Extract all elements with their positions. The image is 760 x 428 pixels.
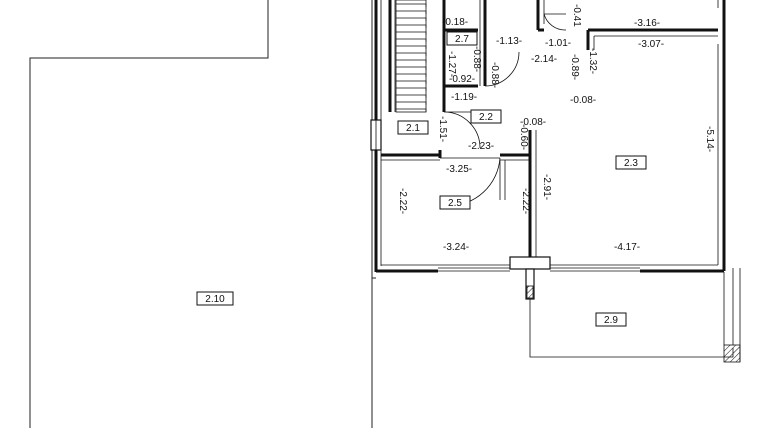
dim-label: -1.32- xyxy=(587,48,598,74)
stair-step xyxy=(396,73,427,77)
dim-label: -1.13- xyxy=(496,36,522,47)
dim-label: -3.25- xyxy=(446,164,472,175)
svg-text:2.7: 2.7 xyxy=(455,34,469,45)
room-labels: 2.7 2.1 2.2 2.3 2.5 2.9 2.10 xyxy=(196,31,647,327)
dim-label: -0.08- xyxy=(570,95,596,106)
stair-step xyxy=(396,80,427,84)
staircase xyxy=(395,0,427,113)
dim-label: -3.24- xyxy=(443,242,469,253)
dim-label: -1.27- xyxy=(446,51,457,77)
room-label-2-7: 2.7 xyxy=(446,31,478,46)
stair-step xyxy=(396,24,427,28)
dim-label: -0.18- xyxy=(442,17,468,28)
dim-label: -2.91- xyxy=(541,174,552,200)
room-label-2-5: 2.5 xyxy=(439,195,471,210)
dim-label: -1.19- xyxy=(451,92,477,103)
dim-label: -0.88- xyxy=(471,46,482,72)
room-label-2-3: 2.3 xyxy=(615,155,647,170)
svg-text:2.2: 2.2 xyxy=(479,112,493,123)
room-label-2-9: 2.9 xyxy=(595,312,627,327)
stair-step xyxy=(396,17,427,21)
dim-label: -0.89- xyxy=(569,54,580,80)
dim-label: -2.14- xyxy=(531,54,557,65)
door-2-3-top xyxy=(543,13,567,31)
stair-step xyxy=(396,3,427,7)
exterior-walls xyxy=(374,0,741,363)
dim-label: -0.08- xyxy=(520,117,546,128)
dim-label: -2.23- xyxy=(468,141,494,152)
dim-label: -0.88- xyxy=(489,62,500,88)
terrace-outline xyxy=(529,299,734,358)
dim-label: -1.01- xyxy=(545,38,571,49)
stair-step xyxy=(396,66,427,70)
dim-label: -0.41 xyxy=(571,4,582,27)
dimension-labels: -0.18- -1.27- -0.88- -0.92- -0.88- -1.13… xyxy=(397,4,715,253)
stair-step xyxy=(396,38,427,42)
room-label-2-10: 2.10 xyxy=(196,291,234,306)
stair-step xyxy=(396,94,427,98)
dim-label: -1.51- xyxy=(437,116,448,142)
room-label-2-2: 2.2 xyxy=(470,109,502,124)
svg-text:2.9: 2.9 xyxy=(604,315,618,326)
stair-step xyxy=(396,87,427,91)
room-label-2-1: 2.1 xyxy=(397,120,429,135)
stair-step xyxy=(396,52,427,56)
svg-text:2.5: 2.5 xyxy=(448,198,462,209)
door-2-7 xyxy=(484,51,520,87)
dim-label: -0.92- xyxy=(449,74,475,85)
dim-label: -2.22- xyxy=(397,188,408,214)
svg-text:2.1: 2.1 xyxy=(406,123,420,134)
svg-text:2.3: 2.3 xyxy=(624,158,638,169)
dim-label: -0.60- xyxy=(518,124,529,150)
site-outline xyxy=(29,0,376,428)
stair-step xyxy=(396,31,427,35)
svg-text:2.10: 2.10 xyxy=(205,294,225,305)
dim-label: -2.22- xyxy=(520,188,531,214)
stair-step xyxy=(396,45,427,49)
stair-step xyxy=(396,10,427,14)
dim-label: -3.16- xyxy=(634,18,660,29)
dim-label: -5.14- xyxy=(704,126,715,152)
stair-step xyxy=(396,59,427,63)
stair-step xyxy=(396,108,427,112)
stair-step xyxy=(396,101,427,105)
dim-label: -3.07- xyxy=(638,39,664,50)
dim-label: -4.17- xyxy=(614,242,640,253)
